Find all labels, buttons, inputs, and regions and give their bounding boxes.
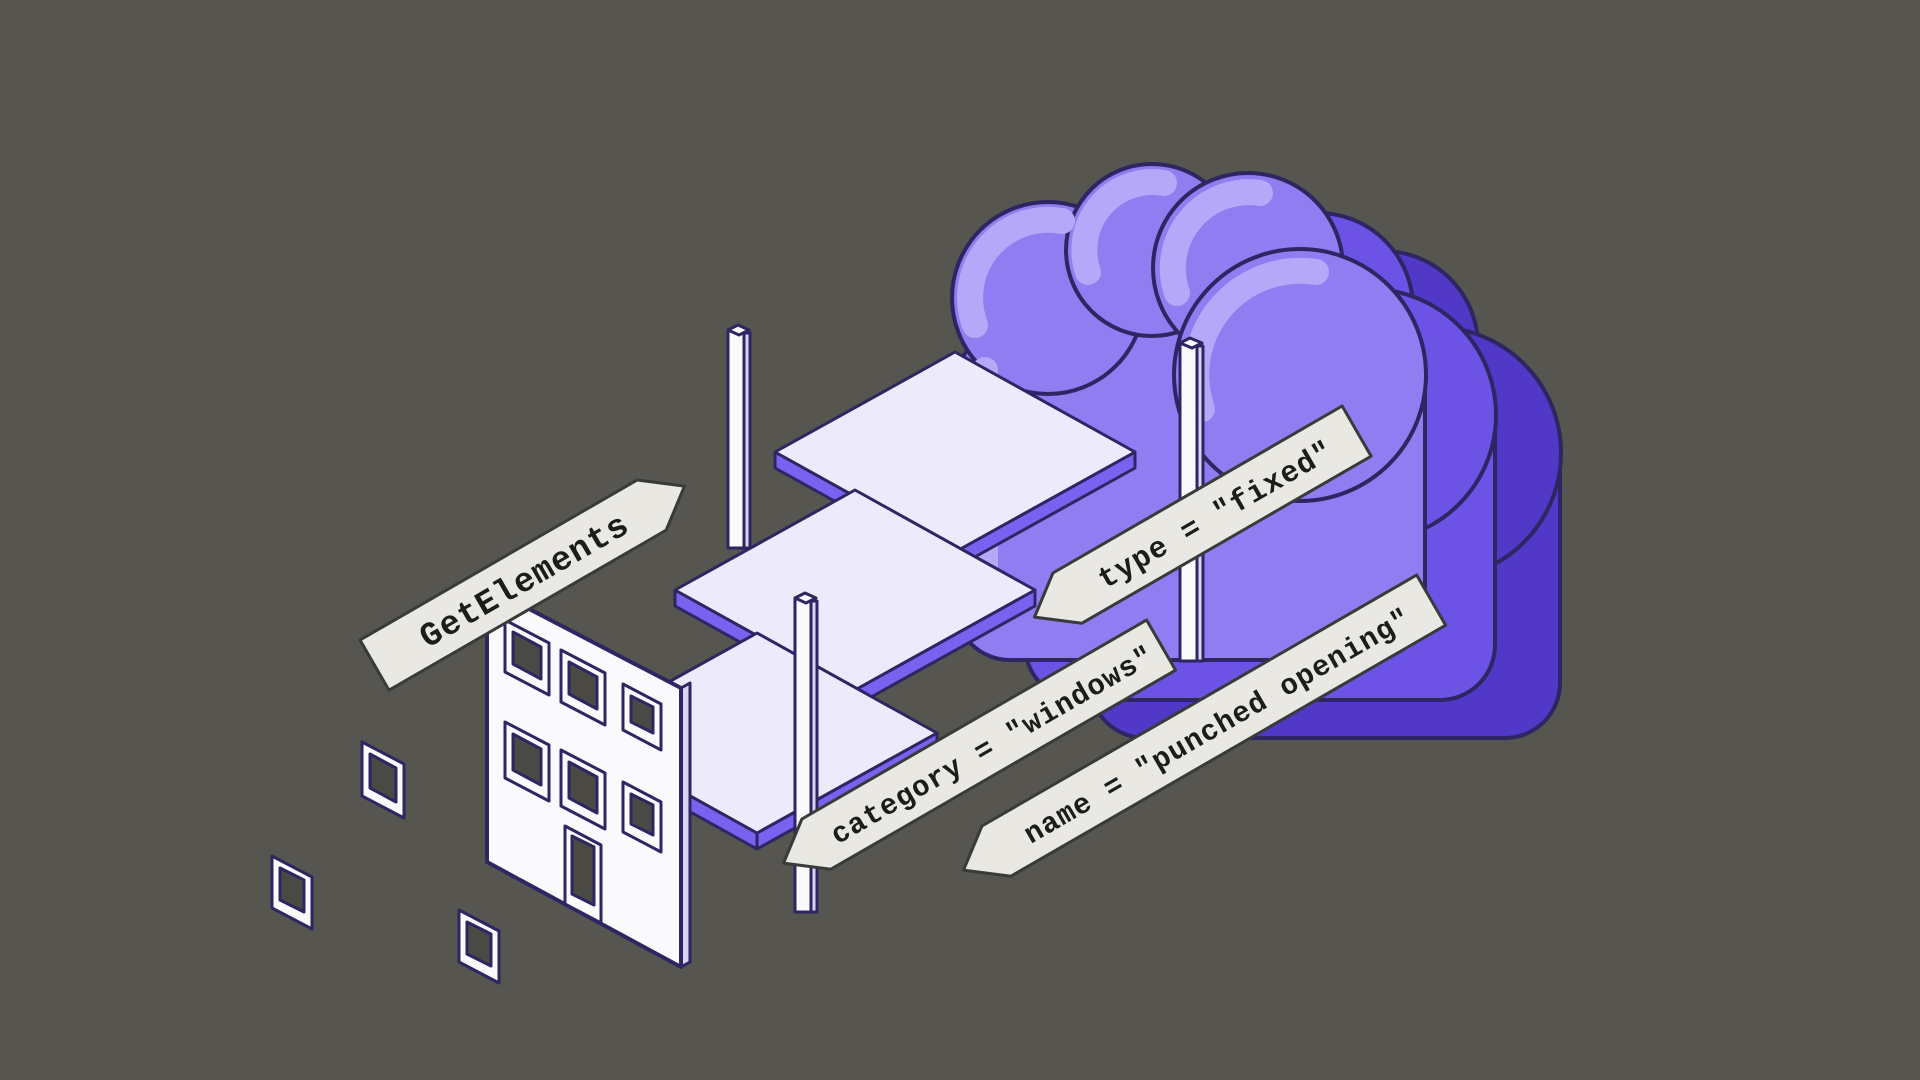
window-glass [629,792,655,837]
window-opening [559,748,607,831]
cloud-icon [950,162,1563,740]
window-element [270,854,314,931]
banner-arrow [962,573,1448,878]
column-cap [1178,336,1204,350]
window-opening [563,824,603,925]
window-glass [629,694,655,735]
window-glass [278,866,306,914]
building-facade [485,585,692,969]
window-element [457,908,501,985]
window-opening [559,648,607,727]
window-glass [511,732,543,787]
window-glass [465,920,493,968]
window-opening [503,720,551,803]
banner-arrow [358,478,687,692]
banner-arrow [782,618,1178,871]
window-glass [567,760,599,815]
window-opening [503,618,551,697]
window-opening [621,780,663,854]
column-cap [726,323,751,337]
column [726,323,752,550]
column-front [726,328,746,550]
banner-arrow [1033,404,1373,625]
window-glass [567,660,599,711]
window-element [360,740,406,820]
window-glass [368,752,398,804]
window-glass [511,630,543,681]
column-cap [793,591,818,605]
window-opening [621,682,663,752]
window-glass [570,834,596,907]
